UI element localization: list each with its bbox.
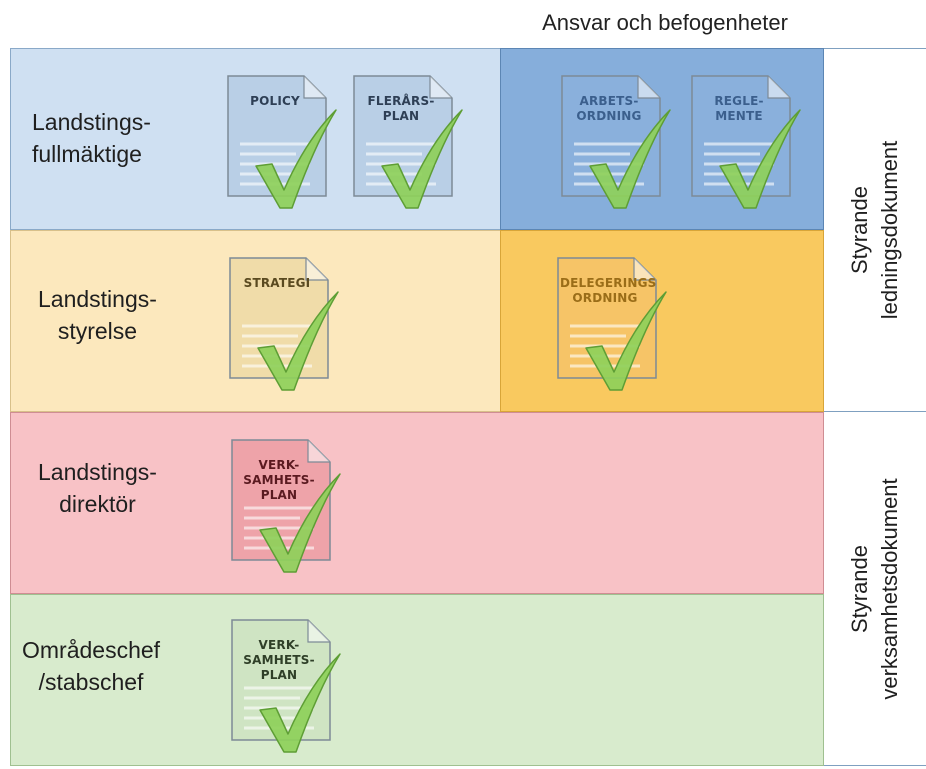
row-label: Områdeschef /stabschef (22, 637, 161, 695)
document-graphic (353, 75, 463, 209)
check-icon (259, 473, 341, 573)
check-icon (719, 109, 801, 209)
side-panel-verksamhetsdokument: Styrande verksamhetsdokument (824, 412, 926, 766)
flerarsplan-document-icon: FLERÅRS- PLAN (348, 68, 466, 218)
document-graphic (231, 439, 341, 573)
row-label: Landstings- fullmäktige (32, 109, 151, 167)
document-label: VERK- SAMHETS- PLAN (243, 638, 315, 682)
row-label: Landstings- direktör (38, 459, 157, 517)
document-graphic (691, 75, 801, 209)
document-label: REGLE- MENTE (714, 94, 764, 123)
page-fold (767, 76, 790, 99)
document-label: STRATEGI (243, 276, 311, 290)
side-label: Styrande verksamhetsdokument (847, 477, 902, 700)
check-icon (381, 109, 463, 209)
row-omradeschef (10, 594, 824, 766)
check-icon (259, 653, 341, 753)
delegeringsordning-document-icon: DELEGERINGS ORDNING (552, 250, 670, 400)
document-label: POLICY (250, 94, 300, 108)
responsibility-header: Ansvar och befogenheter (542, 10, 788, 35)
row-landstingsdirektor (10, 412, 824, 594)
page-fold (307, 440, 330, 463)
verksamhetsplan-document-icon: VERK- SAMHETS- PLAN (226, 612, 344, 762)
policy-document-icon: POLICY (222, 68, 340, 218)
document-graphic (227, 75, 337, 209)
side-panel-ledningsdokument: Styrande ledningsdokument (824, 48, 926, 412)
document-label: FLERÅRS- PLAN (367, 94, 435, 123)
page-fold (305, 258, 328, 281)
page-fold (303, 76, 326, 99)
page-fold (637, 76, 660, 99)
document-label: DELEGERINGS ORDNING (560, 276, 657, 305)
verksamhetsplan-document-icon: VERK- SAMHETS- PLAN (226, 432, 344, 582)
page-fold (429, 76, 452, 99)
page-fold (307, 620, 330, 643)
arbetsordning-document-icon: ARBETS- ORDNING (556, 68, 674, 218)
document-graphic (561, 75, 671, 209)
check-icon (255, 109, 337, 209)
document-graphic (229, 257, 339, 391)
document-label: VERK- SAMHETS- PLAN (243, 458, 315, 502)
reglemente-document-icon: REGLE- MENTE (686, 68, 804, 218)
document-graphic (557, 257, 667, 391)
check-icon (257, 291, 339, 391)
page-fold (633, 258, 656, 281)
strategi-document-icon: STRATEGI (224, 250, 342, 400)
document-graphic (231, 619, 341, 753)
check-icon (589, 109, 671, 209)
side-label: Styrande ledningsdokument (847, 140, 902, 320)
row-label: Landstings- styrelse (38, 286, 157, 344)
document-label: ARBETS- ORDNING (576, 94, 642, 123)
authority-cell-styrelse (500, 230, 824, 412)
check-icon (585, 291, 667, 391)
